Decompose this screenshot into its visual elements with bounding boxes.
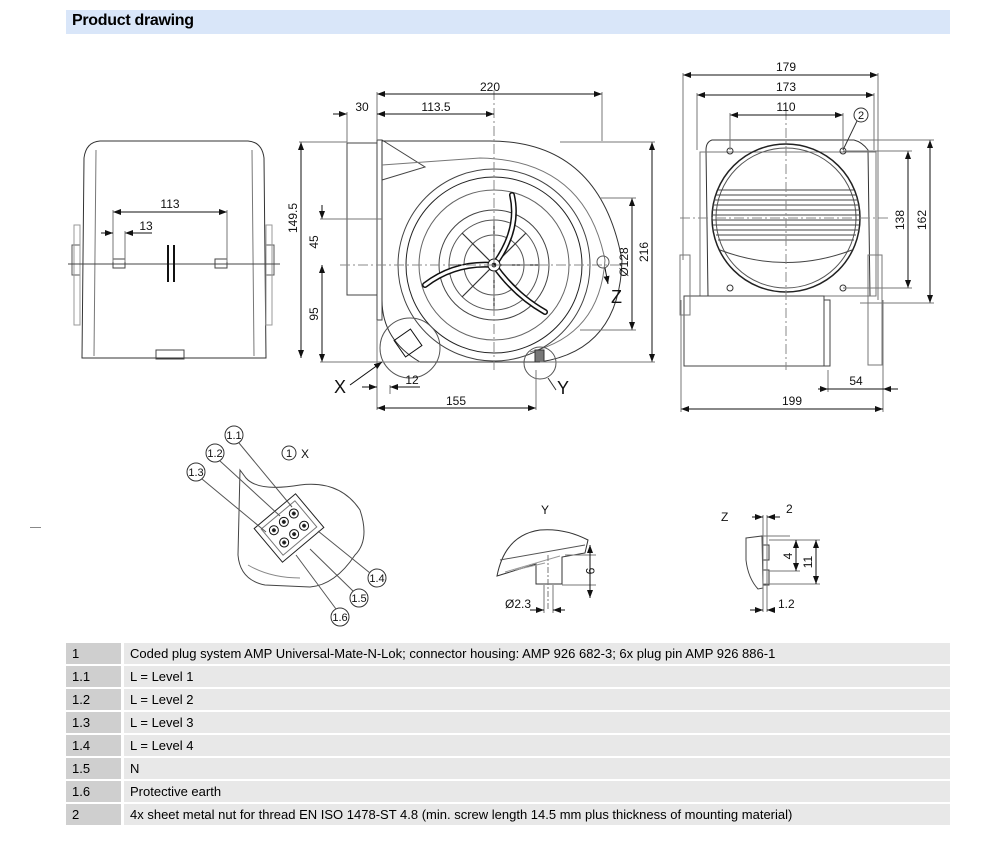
front-dim-lower: 95: [307, 307, 321, 321]
callout-1-2: 1.2: [207, 448, 222, 460]
detail-y-dim-height: 9: [583, 568, 597, 575]
legend-value: L = Level 1: [121, 666, 950, 687]
outlet-dim-199: 199: [782, 394, 802, 408]
legend-value: L = Level 4: [121, 735, 950, 756]
legend-value: L = Level 3: [121, 712, 950, 733]
detail-z-view: [745, 514, 820, 613]
detail-z-dim-11: 11: [801, 555, 815, 568]
front-dim-diameter: Ø128: [617, 247, 631, 277]
front-dim-inlet-offset: 30: [355, 100, 369, 114]
legend-key: 1.1: [66, 666, 121, 687]
side-dim-width: 113: [160, 197, 179, 211]
callout-1-4: 1.4: [369, 573, 384, 585]
detail-x-view: [186, 425, 387, 627]
detail-z-dim-2: 2: [786, 502, 793, 516]
front-dim-outlet: 45: [307, 235, 321, 249]
legend-key: 1: [66, 643, 121, 664]
outlet-dim-162: 162: [915, 210, 929, 230]
legend-value: Protective earth: [121, 781, 950, 802]
front-dim-height-upper: 149.5: [286, 203, 300, 233]
front-dim-plug: 12: [405, 373, 419, 387]
front-dim-foot: 155: [446, 394, 466, 408]
legend-key: 1.3: [66, 712, 121, 733]
detail-x-marker: X: [334, 377, 346, 397]
outlet-dim-138: 138: [893, 210, 907, 230]
front-view: [298, 90, 655, 411]
detail-y-dim-diameter: Ø2.3: [505, 597, 531, 611]
side-view: [68, 140, 280, 360]
detail-z-dim-4: 4: [781, 552, 795, 559]
side-dim-offset: 13: [139, 219, 153, 233]
legend-value: N: [121, 758, 950, 779]
detail-x-title: X: [301, 447, 309, 461]
callout-1-3: 1.3: [188, 467, 203, 479]
legend-key: 1.6: [66, 781, 121, 802]
section-title: Product drawing: [72, 12, 194, 29]
callout-2: 2: [858, 110, 864, 122]
page-marker: [30, 527, 41, 528]
detail-z-dim-1-2: 1.2: [778, 597, 795, 611]
legend-value: L = Level 2: [121, 689, 950, 710]
outlet-dim-173: 173: [776, 80, 796, 94]
front-dim-total-width: 220: [480, 80, 500, 94]
outlet-dim-179: 179: [776, 60, 796, 74]
legend-key: 1.4: [66, 735, 121, 756]
detail-y-marker: Y: [557, 378, 569, 398]
product-drawing: 113 13: [68, 60, 934, 627]
legend-value: 4x sheet metal nut for thread EN ISO 147…: [121, 804, 950, 825]
callout-1-1: 1.1: [226, 430, 241, 442]
front-dim-total-height: 216: [637, 242, 651, 262]
detail-y-title: Y: [541, 503, 549, 517]
front-dim-axis: 113.5: [421, 100, 450, 114]
callout-1-5: 1.5: [351, 593, 366, 605]
outlet-dim-54: 54: [849, 374, 863, 388]
detail-y-view: [496, 529, 596, 613]
callout-1-6: 1.6: [332, 612, 347, 624]
legend-value: Coded plug system AMP Universal-Mate-N-L…: [121, 643, 950, 664]
detail-z-marker: Z: [611, 287, 622, 307]
detail-z-title: Z: [721, 510, 728, 524]
outlet-view: [679, 72, 934, 412]
legend-key: 2: [66, 804, 121, 825]
legend-key: 1.5: [66, 758, 121, 779]
outlet-dim-110: 110: [776, 100, 795, 114]
legend-key: 1.2: [66, 689, 121, 710]
callout-1: 1: [286, 448, 292, 460]
section-header: Product drawing: [66, 10, 950, 34]
